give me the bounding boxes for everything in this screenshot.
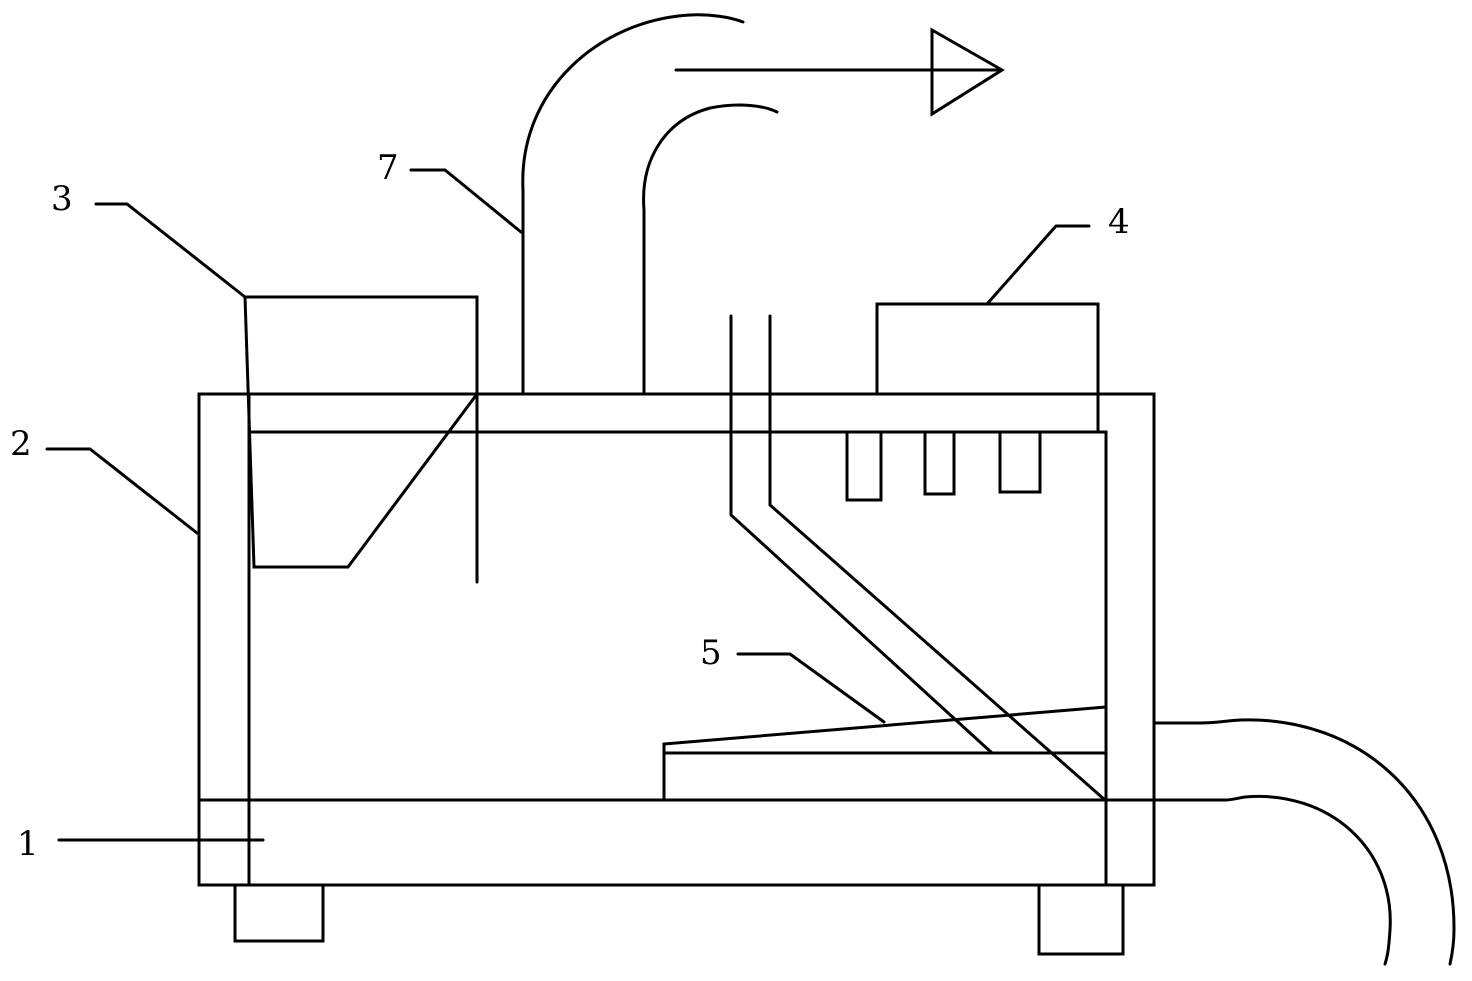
label-5: 5 xyxy=(700,633,722,673)
label-4: 4 xyxy=(1108,202,1130,242)
leader-line-3 xyxy=(94,202,247,299)
nozzle-1 xyxy=(845,430,883,502)
left-foot xyxy=(233,883,325,943)
exhaust-pipe-outer xyxy=(521,13,745,394)
housing-inner-wall xyxy=(247,430,1108,887)
label-2: 2 xyxy=(10,424,32,464)
leader-line-7 xyxy=(409,168,523,234)
label-3: 3 xyxy=(51,179,73,219)
hopper-funnel xyxy=(243,295,479,569)
label-1: 1 xyxy=(17,824,39,864)
discharge-pipe-inner xyxy=(1104,794,1392,966)
leader-line-2 xyxy=(45,447,199,535)
discharge-pipe-outer xyxy=(1153,718,1456,966)
feed-pipe-left xyxy=(729,314,994,755)
flow-arrow-head xyxy=(930,27,1005,117)
label-7: 7 xyxy=(377,148,399,188)
top-box xyxy=(875,302,1100,434)
right-foot xyxy=(1037,883,1125,956)
chute-top xyxy=(662,705,1108,802)
nozzle-3 xyxy=(998,430,1042,494)
nozzle-2 xyxy=(923,430,956,496)
leader-line-5 xyxy=(736,652,886,724)
feed-pipe-right xyxy=(768,314,1107,802)
housing-frame xyxy=(197,392,1156,887)
leader-line-4 xyxy=(985,224,1091,306)
exhaust-pipe-inner xyxy=(642,103,779,394)
hopper-right-wall xyxy=(243,295,479,584)
